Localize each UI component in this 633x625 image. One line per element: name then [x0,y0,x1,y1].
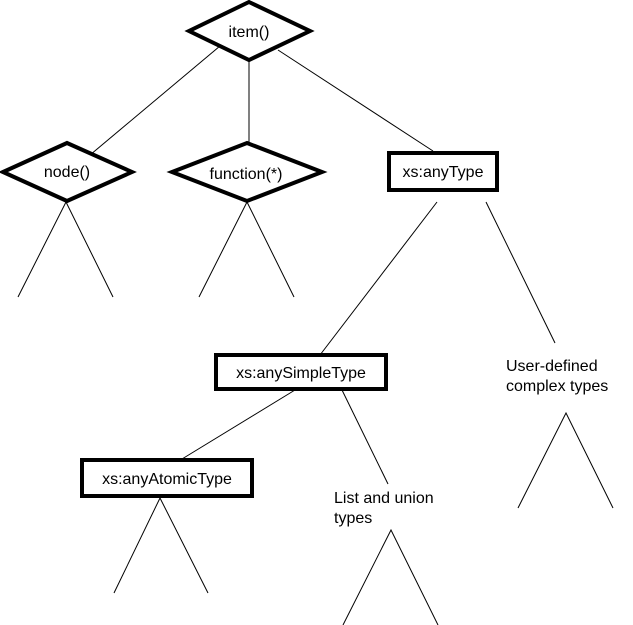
edge-anytype-anysimpletype [319,201,438,356]
edge-item-node [89,45,221,156]
list-union-line2: types [334,510,372,527]
listunion-subtree-triangle [342,528,439,625]
function-subtree-triangle [198,200,295,298]
node-anyatomictype: xs:anyAtomicType [80,458,254,498]
node-item: item() [184,0,315,63]
node-node: node() [0,140,137,204]
node-complex-types: User-defined complex types [506,358,608,395]
node-list-union-types: List and union types [334,490,434,527]
node-function: function(*) [166,140,328,204]
node-item-label: item() [229,24,270,41]
list-union-line1: List and union [334,490,434,507]
edge-anytype-complex [485,201,556,344]
atomic-subtree-triangle [113,496,209,594]
node-anytype: xs:anyType [387,151,499,192]
edge-anysimple-anyatomic [181,389,296,460]
complex-types-line1: User-defined [506,358,598,375]
node-node-label: node() [44,164,90,181]
node-anyatomictype-label: xs:anyAtomicType [102,471,232,488]
edge-anysimple-listunion [341,389,389,485]
complex-subtree-triangle [517,411,614,509]
node-anytype-label: xs:anyType [403,164,484,181]
complex-types-line2: complex types [506,378,608,395]
node-anysimpletype-label: xs:anySimpleType [236,365,366,382]
edge-item-anytype [277,49,434,152]
node-function-label: function(*) [210,166,283,183]
node-subtree-triangle [17,200,114,298]
node-anysimpletype: xs:anySimpleType [214,353,388,391]
